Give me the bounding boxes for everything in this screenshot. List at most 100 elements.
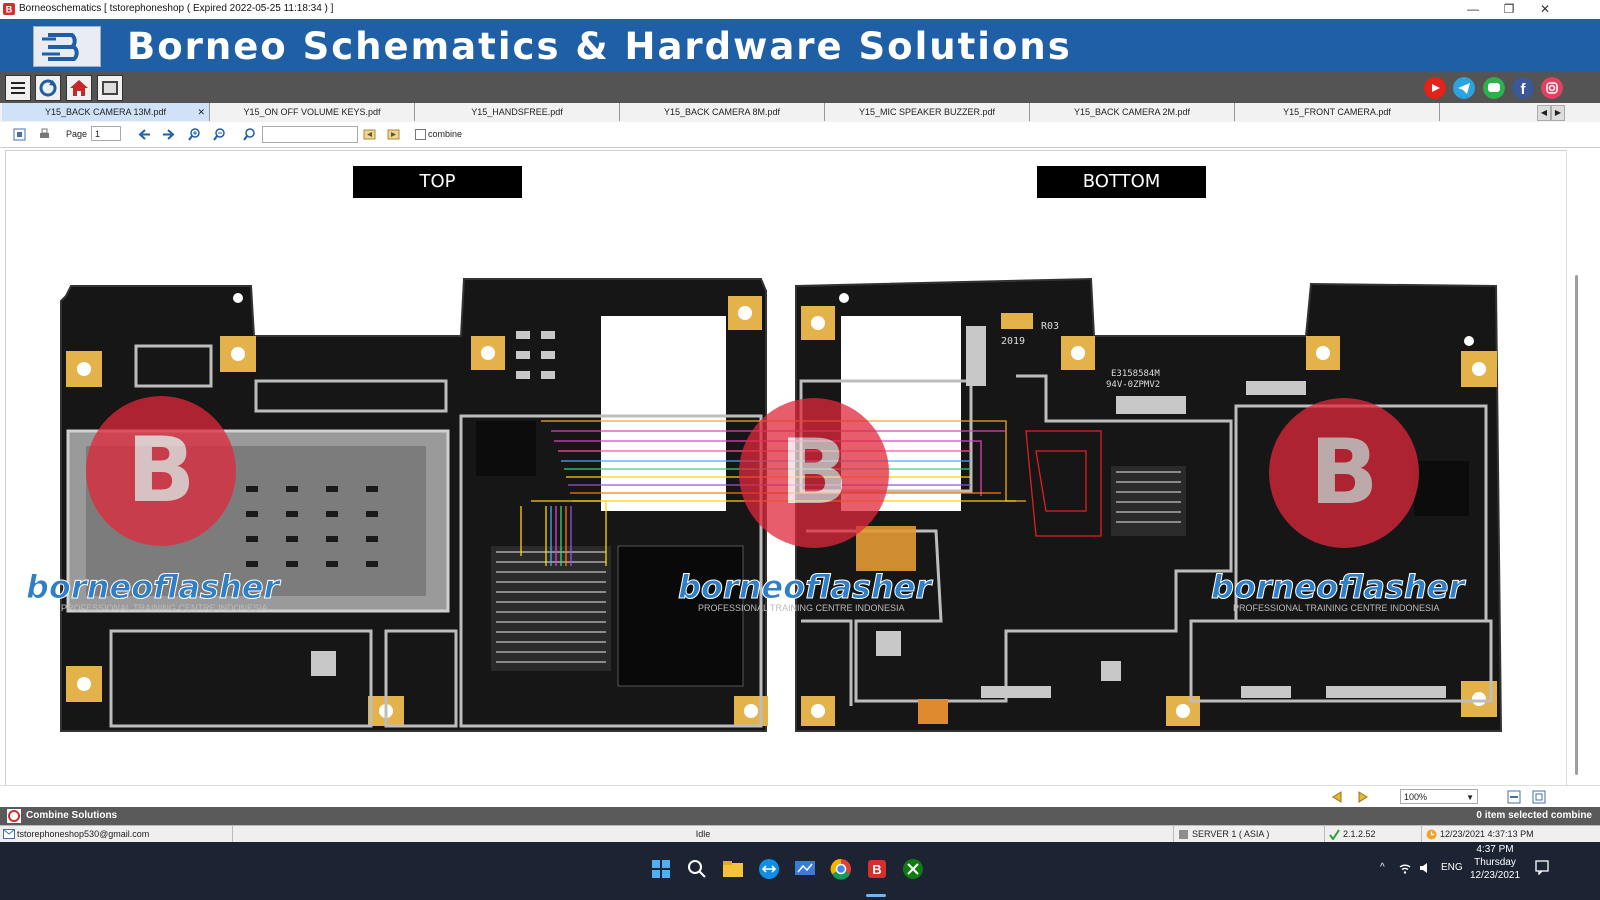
status-datetime-cell: 12/23/2021 4:37:13 PM	[1422, 826, 1600, 843]
home-button[interactable]	[66, 75, 92, 101]
refresh-button[interactable]	[35, 75, 61, 101]
youtube-icon[interactable]	[1424, 77, 1446, 99]
print-icon[interactable]	[38, 128, 51, 141]
tray-language[interactable]: ENG	[1441, 862, 1463, 873]
close-window-button[interactable]: ✕	[1539, 2, 1551, 16]
active-app-indicator	[866, 894, 886, 897]
version-icon	[1329, 829, 1340, 840]
status-state: Idle	[233, 826, 1174, 843]
svg-text:B: B	[872, 862, 881, 877]
brand-logo-icon	[42, 33, 79, 61]
wifi-icon[interactable]	[1398, 861, 1412, 875]
instagram-icon[interactable]	[1541, 77, 1563, 99]
tray-day: Thursday	[1474, 857, 1516, 868]
combine-count: 0 item selected combine	[1476, 810, 1592, 821]
next-nav-icon[interactable]	[1356, 790, 1370, 804]
banner-title: Borneo Schematics & Hardware Solutions	[127, 25, 1072, 68]
search-icon	[243, 128, 255, 141]
file-explorer-icon[interactable]	[718, 854, 748, 884]
vertical-scrollbar[interactable]	[1566, 150, 1587, 784]
status-user: tstorephoneshop530@gmail.com	[0, 826, 233, 843]
page-label: Page	[66, 129, 88, 139]
document-tabs: Y15_BACK CAMERA 13M.pdf ✕ Y15_ON OFF VOL…	[0, 103, 1600, 123]
svg-text:B: B	[780, 420, 849, 525]
page-input[interactable]: 1	[91, 126, 121, 141]
prev-nav-icon[interactable]	[1330, 790, 1344, 804]
board-mark-year: 2019	[1001, 336, 1025, 347]
tab-front-camera[interactable]: Y15_FRONT CAMERA.pdf	[1235, 103, 1440, 121]
app-logo-icon: B	[3, 3, 15, 15]
menu-button[interactable]	[5, 75, 31, 101]
status-server-cell: SERVER 1 ( ASIA )	[1174, 826, 1325, 843]
windows-start-icon[interactable]	[646, 854, 676, 884]
borneo-taskbar-icon[interactable]: B	[862, 854, 892, 884]
app-banner: Borneo Schematics & Hardware Solutions	[0, 19, 1600, 72]
combine-checkbox[interactable]	[415, 129, 426, 140]
minimize-button[interactable]: —	[1467, 2, 1479, 16]
refresh-icon	[39, 79, 57, 97]
bottom-label: BOTTOM	[1037, 166, 1206, 198]
watermark-sub-center: PROFESSIONAL TRAINING CENTRE INDONESIA	[698, 603, 905, 613]
tab-back-camera-8m[interactable]: Y15_BACK CAMERA 8M.pdf	[620, 103, 825, 121]
tab-scroll-left-icon[interactable]: ◀	[1537, 105, 1551, 121]
watermark-logos: B B B	[86, 396, 1419, 548]
search-input[interactable]	[262, 126, 358, 143]
next-page-icon[interactable]	[162, 128, 175, 141]
top-label: TOP	[353, 166, 522, 198]
chat-icon[interactable]	[1483, 77, 1505, 99]
xbox-icon[interactable]	[898, 854, 928, 884]
telegram-icon[interactable]	[1453, 77, 1475, 99]
svg-text:B: B	[127, 418, 196, 523]
zoom-in-icon[interactable]	[188, 128, 201, 141]
zoom-out-icon[interactable]	[213, 128, 226, 141]
watermark-text-right: borneoflasher	[1211, 568, 1466, 606]
search-taskbar-icon[interactable]	[682, 854, 712, 884]
board-mark-serial: E3158584M	[1111, 369, 1160, 379]
document-viewer[interactable]: TOP BOTTOM	[5, 150, 1567, 786]
tab-label: Y15_BACK CAMERA 13M.pdf	[44, 107, 167, 117]
find-next-icon[interactable]	[387, 128, 400, 141]
status-version: 2.1.2.52	[1343, 829, 1376, 839]
fit-width-icon[interactable]	[1507, 790, 1521, 804]
watermark-text-left: borneoflasher	[26, 568, 281, 606]
actual-size-icon[interactable]	[1532, 790, 1546, 804]
facebook-icon[interactable]: f	[1512, 77, 1534, 99]
server-icon	[1179, 830, 1188, 839]
main-toolbar: f	[0, 72, 1600, 103]
scrollbar-thumb[interactable]	[1575, 275, 1578, 775]
tray-clock[interactable]: 4:37 PM Thursday 12/23/2021	[1466, 844, 1524, 881]
brand-logo	[33, 26, 101, 67]
notification-icon[interactable]	[1534, 859, 1550, 875]
fit-page-icon[interactable]	[13, 128, 26, 141]
tab-close-icon[interactable]: ✕	[197, 107, 205, 117]
home-icon	[70, 80, 88, 96]
tray-chevron-icon[interactable]: ^	[1380, 862, 1385, 873]
tab-scroll-right-icon[interactable]: ▶	[1551, 105, 1565, 121]
svg-text:B: B	[1310, 420, 1379, 525]
chrome-icon[interactable]	[826, 854, 856, 884]
svg-text:B: B	[6, 5, 13, 15]
status-version-cell: 2.1.2.52	[1325, 826, 1422, 843]
volume-icon[interactable]	[1418, 861, 1432, 875]
find-previous-icon[interactable]	[363, 128, 376, 141]
tab-mic-speaker-buzzer[interactable]: Y15_MIC SPEAKER BUZZER.pdf	[825, 103, 1030, 121]
tab-back-camera-2m[interactable]: Y15_BACK CAMERA 2M.pdf	[1030, 103, 1235, 121]
tab-on-off-volume-keys[interactable]: Y15_ON OFF VOLUME KEYS.pdf	[210, 103, 415, 121]
previous-page-icon[interactable]	[138, 128, 151, 141]
status-server: SERVER 1 ( ASIA )	[1192, 829, 1270, 839]
teamviewer-icon[interactable]	[754, 854, 784, 884]
tab-back-camera-13m[interactable]: Y15_BACK CAMERA 13M.pdf ✕	[2, 103, 210, 121]
email-icon	[3, 829, 15, 839]
window-title: Borneoschematics [ tstorephoneshop ( Exp…	[19, 3, 334, 14]
tab-handsfree[interactable]: Y15_HANDSFREE.pdf	[415, 103, 620, 121]
zoom-select[interactable]: 100% ▼	[1400, 789, 1478, 804]
restore-button[interactable]: ❐	[1503, 2, 1515, 16]
status-bar: tstorephoneshop530@gmail.com Idle SERVER…	[0, 825, 1600, 843]
watermark-sub-right: PROFESSIONAL TRAINING CENTRE INDONESIA	[1233, 603, 1440, 613]
window-button[interactable]	[97, 75, 123, 101]
monitor-app-icon[interactable]	[790, 854, 820, 884]
pdf-toolbar: Page 1 combine	[0, 122, 1600, 148]
combine-label: combine	[428, 129, 463, 139]
combine-icon	[7, 809, 21, 823]
tray-time: 4:37 PM	[1476, 844, 1514, 855]
